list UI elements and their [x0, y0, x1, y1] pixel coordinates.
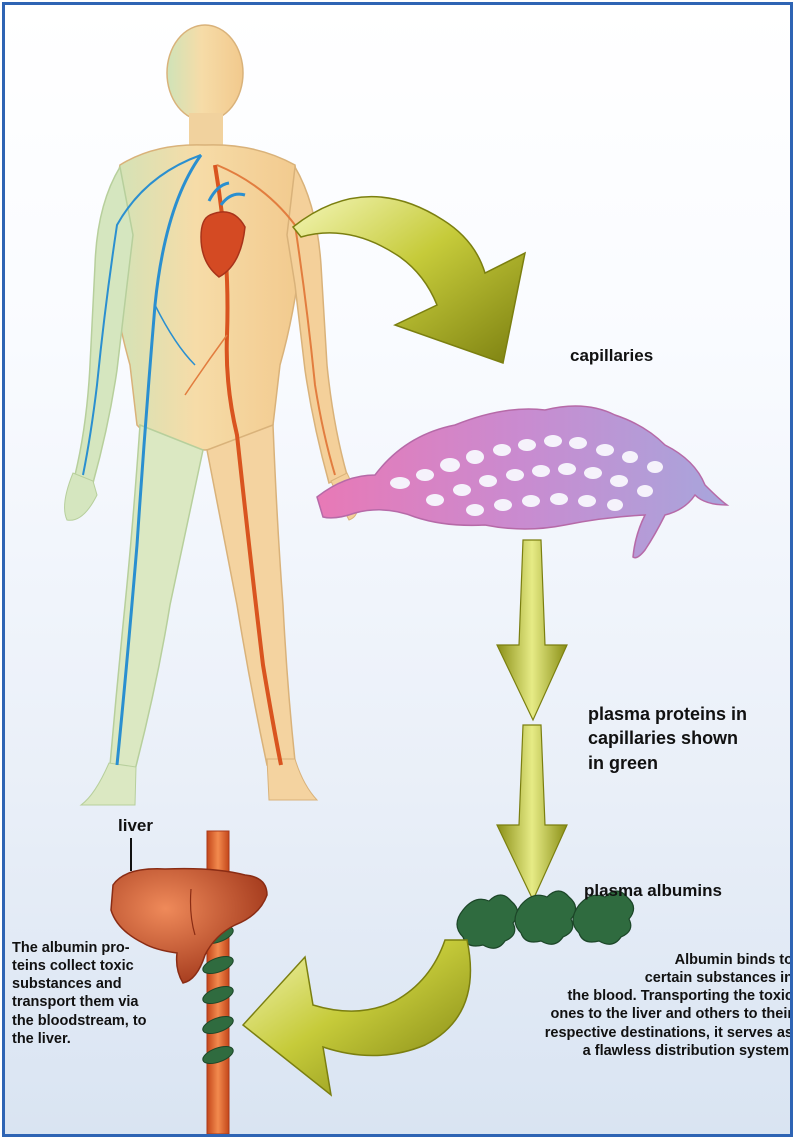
- liver-label: liver: [118, 815, 153, 836]
- albumin-binding-caption: Albumin binds to certain substances in t…: [463, 951, 793, 1060]
- capillaries-label: capillaries: [570, 345, 653, 366]
- arrow-albumins-to-liver: [243, 940, 470, 1095]
- arrow-capillaries-to-proteins: [497, 540, 567, 720]
- human-body-figure: [65, 25, 358, 805]
- plasma-proteins-label: plasma proteins in capillaries shown in …: [588, 702, 788, 775]
- arrow-proteins-to-albumins: [497, 725, 567, 900]
- plasma-albumins-label: plasma albumins: [584, 880, 722, 901]
- liver-transport-caption: The albumin pro- teins collect toxic sub…: [12, 939, 227, 1048]
- arrow-body-to-capillaries: [293, 197, 525, 363]
- capillary-network: [317, 406, 727, 558]
